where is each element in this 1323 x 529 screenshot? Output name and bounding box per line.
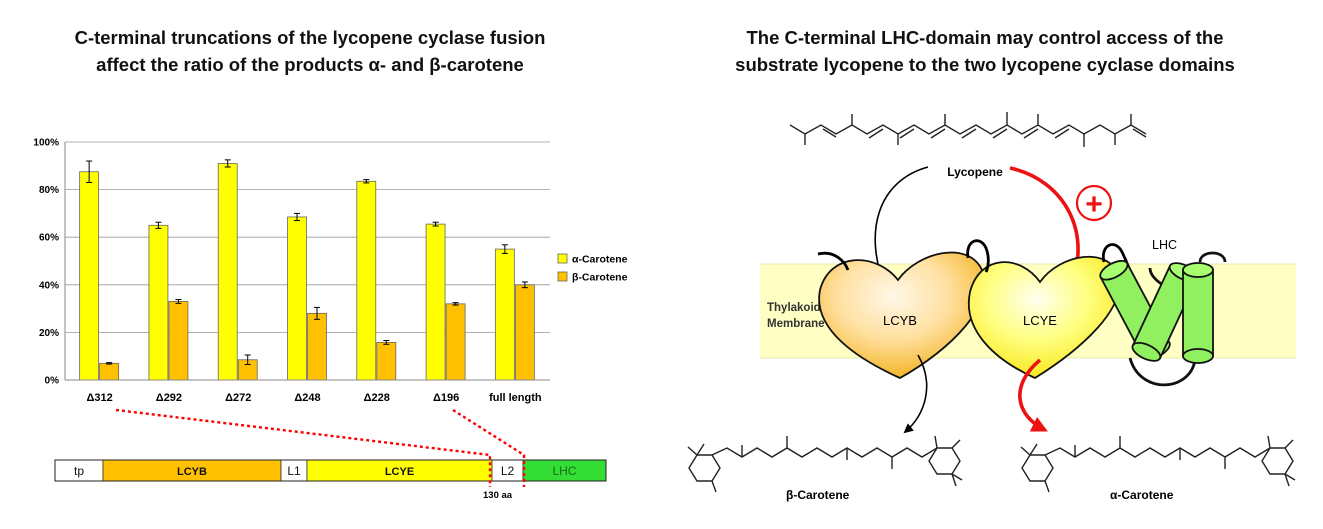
bar-alpha [287,216,307,381]
domain-label: LHC [552,464,576,478]
chart-grid [65,141,550,333]
domain-bar-outline [54,459,607,482]
x-tick-label: Δ196 [433,392,459,404]
plus-circle-icon [1075,184,1113,222]
legend-label: β-Carotene [572,272,628,284]
connector-delta312 [115,408,492,487]
legend-swatch [557,271,568,282]
left-title-line1: C-terminal truncations of the lycopene c… [74,27,546,48]
connector-delta196 [452,408,526,487]
arrow-to-alpha-carotene [1018,358,1048,432]
lcyb-label: LCYB [883,313,917,328]
y-tick-label: 80% [39,185,59,196]
bar-alpha [148,224,169,381]
domain-label: L1 [287,464,301,478]
y-tick-label: 60% [39,233,59,244]
y-tick-label: 40% [39,280,59,291]
thylakoid-label-line1: Thylakoid [767,302,821,314]
lycopene-label: Lycopene [947,165,1003,179]
bar-alpha [425,223,446,381]
domain-structure-bar: tp LCYB L1 LCYE L2 LHC [54,408,607,487]
arrow-to-beta-carotene [903,354,928,434]
n-terminal-loop [817,251,850,271]
legend-label: α-Carotene [572,254,628,266]
lhc-domain [1099,251,1227,387]
chart-bars [79,159,535,381]
x-tick-label: Δ272 [225,392,251,404]
right-title-line1: The C-terminal LHC-domain may control ac… [746,27,1224,48]
y-tick-label: 20% [39,328,59,339]
beta-carotene-label: β-Carotene [786,488,850,502]
x-tick-label: Δ312 [87,392,113,404]
x-tick-label: Δ248 [294,392,320,404]
right-panel-title: The C-terminal LHC-domain may control ac… [665,24,1305,78]
x-axis-labels: Δ312 Δ292 Δ272 Δ248 Δ228 Δ196 full length [87,392,542,404]
chart-legend: α-Carotene β-Carotene [557,253,628,284]
domain-label: LCYE [385,466,414,478]
right-title-line2: substrate lycopene to the two lycopene c… [735,54,1235,75]
x-tick-label: Δ228 [364,392,390,404]
bar-beta [445,303,466,381]
thylakoid-label-line2: Membrane [767,318,825,330]
bar-alpha [356,180,377,381]
lhc-label: LHC [1152,238,1177,252]
linker-l1 [966,239,990,273]
bar-alpha [79,171,100,381]
legend-swatch [557,253,568,264]
domain-label: L2 [501,464,515,478]
bar-alpha [217,163,238,381]
y-tick-label: 0% [45,376,60,387]
bar-beta [514,284,535,381]
lycopene-structure [789,112,1147,147]
left-panel-title: C-terminal truncations of the lycopene c… [20,24,600,78]
lcye-domain-shape [967,255,1121,380]
y-axis-ticks: 0% 20% 40% 60% 80% 100% [33,138,59,387]
bar-alpha [494,248,515,381]
alpha-carotene-structure [1020,435,1296,493]
domain-label: LCYB [177,466,207,478]
plus-sign: + [1085,188,1103,221]
bar-beta [99,362,120,381]
marker-130aa-label: 130 aa [483,490,513,501]
beta-carotene-structure [687,435,963,493]
alpha-carotene-label: α-Carotene [1110,488,1174,502]
domain-label: tp [74,464,84,478]
bar-beta [376,341,397,381]
x-tick-label: Δ292 [156,392,182,404]
x-tick-label: full length [489,392,542,404]
bar-beta [168,301,189,381]
lcye-label: LCYE [1023,313,1057,328]
y-tick-label: 100% [33,138,59,149]
bar-beta [307,312,327,381]
left-title-line2: affect the ratio of the products α- and … [96,54,524,75]
